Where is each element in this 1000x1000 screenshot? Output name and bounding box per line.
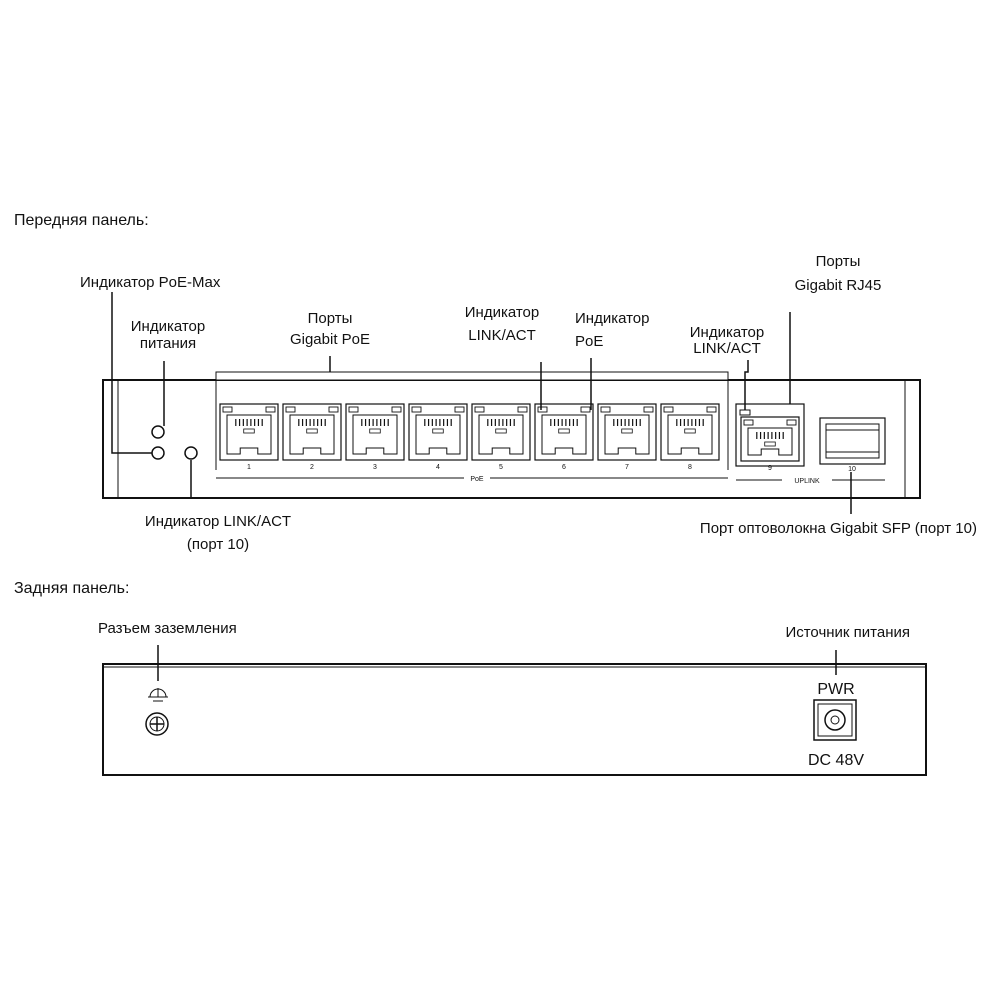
rear-section-title: Задняя панель:: [14, 580, 129, 597]
uplink-group-label: UPLINK: [794, 478, 820, 485]
port-number-7: 7: [625, 464, 629, 471]
poe-indicator-label-line2: PoE: [575, 333, 603, 350]
power-indicator-label-line2: питания: [140, 335, 196, 352]
power-indicator-label-line1: Индикатор: [131, 318, 206, 335]
port10-link-act-label-line1: Индикатор LINK/ACT: [145, 513, 291, 530]
led-indicator-icon: [411, 406, 422, 413]
port-number-3: 3: [373, 464, 377, 471]
rj45-port-icon: [282, 403, 342, 461]
led-indicator-icon: [600, 406, 611, 413]
gigabit-rj45-ports-label-line1: Порты: [816, 253, 861, 270]
port10-link-act-label-line2: (порт 10): [187, 536, 249, 553]
led-indicator-icon: [391, 406, 402, 413]
led-indicator-icon: [265, 406, 276, 413]
led-indicator-icon: [706, 406, 717, 413]
port-number-4: 4: [436, 464, 440, 471]
poe-max-indicator-label: Индикатор PoE-Max: [80, 274, 221, 291]
port-number-5: 5: [499, 464, 503, 471]
led-indicator-icon: [348, 406, 359, 413]
front-section-title: Передняя панель:: [14, 212, 149, 229]
rj45-port-icon: [740, 416, 800, 462]
poe-group-label: PoE: [470, 476, 484, 483]
ground-symbol-icon: [148, 688, 168, 702]
led-indicator-icon: [454, 406, 465, 413]
ground-screw-icon: [145, 712, 169, 736]
led-indicator-icon: [663, 406, 674, 413]
led-indicator-icon: [222, 406, 233, 413]
uplink-link-act-label-line2: LINK/ACT: [693, 340, 761, 357]
led-indicator-icon: [580, 406, 591, 413]
sfp-port-label: Порт оптоволокна Gigabit SFP (порт 10): [700, 520, 977, 537]
power-source-label: Источник питания: [785, 624, 910, 641]
led-indicator-icon: [786, 419, 797, 426]
rj45-port-icon: [660, 403, 720, 461]
gigabit-rj45-ports-label-line2: Gigabit RJ45: [795, 277, 882, 294]
dc-jack-icon: [813, 699, 857, 741]
rj45-port-icon: [345, 403, 405, 461]
poe-indicator-label-line1: Индикатор: [575, 310, 650, 327]
led-indicator-icon: [474, 406, 485, 413]
uplink-link-act-label-line1: Индикатор: [690, 324, 765, 341]
led-indicator-icon: [743, 419, 754, 426]
port-number-1: 1: [247, 464, 251, 471]
rj45-port-icon: [219, 403, 279, 461]
leader-uplink-link-act: [744, 360, 749, 410]
link-act-indicator-label-line1: Индикатор: [465, 304, 540, 321]
pwr-label: PWR: [817, 681, 854, 698]
rj45-port-icon: [408, 403, 468, 461]
rear-chassis: [102, 663, 927, 776]
led-indicator-icon: [328, 406, 339, 413]
port-number-6: 6: [562, 464, 566, 471]
uplink-rj45-port: [740, 416, 800, 462]
sfp-slot-inner: [825, 423, 880, 459]
dc-48v-label: DC 48V: [808, 752, 864, 769]
led-indicator-icon: [643, 406, 654, 413]
power-led-icon: [151, 425, 165, 439]
poe-max-led-icon: [151, 446, 165, 460]
poe-port-bracket: [215, 371, 729, 381]
port10-link-act-led-icon: [184, 446, 198, 460]
port-number-8: 8: [688, 464, 692, 471]
ground-connector-label: Разъем заземления: [98, 620, 237, 637]
leader-poe-max: [111, 292, 152, 454]
led-indicator-icon: [285, 406, 296, 413]
port-number-9: 9: [768, 465, 772, 472]
gigabit-poe-ports-label-line1: Порты: [308, 310, 353, 327]
led-indicator-icon: [517, 406, 528, 413]
uplink-link-act-led: [739, 409, 751, 416]
rj45-port-icon: [471, 403, 531, 461]
link-act-indicator-label-line2: LINK/ACT: [468, 327, 536, 344]
led-indicator-icon: [537, 406, 548, 413]
gigabit-poe-ports-label-line2: Gigabit PoE: [290, 331, 370, 348]
rj45-port-icon: [534, 403, 594, 461]
rj45-port-icon: [597, 403, 657, 461]
poe-port-row: 1 2 3 4 5 6 7 8: [219, 403, 720, 471]
port-number-10: 10: [848, 466, 856, 473]
port-number-2: 2: [310, 464, 314, 471]
